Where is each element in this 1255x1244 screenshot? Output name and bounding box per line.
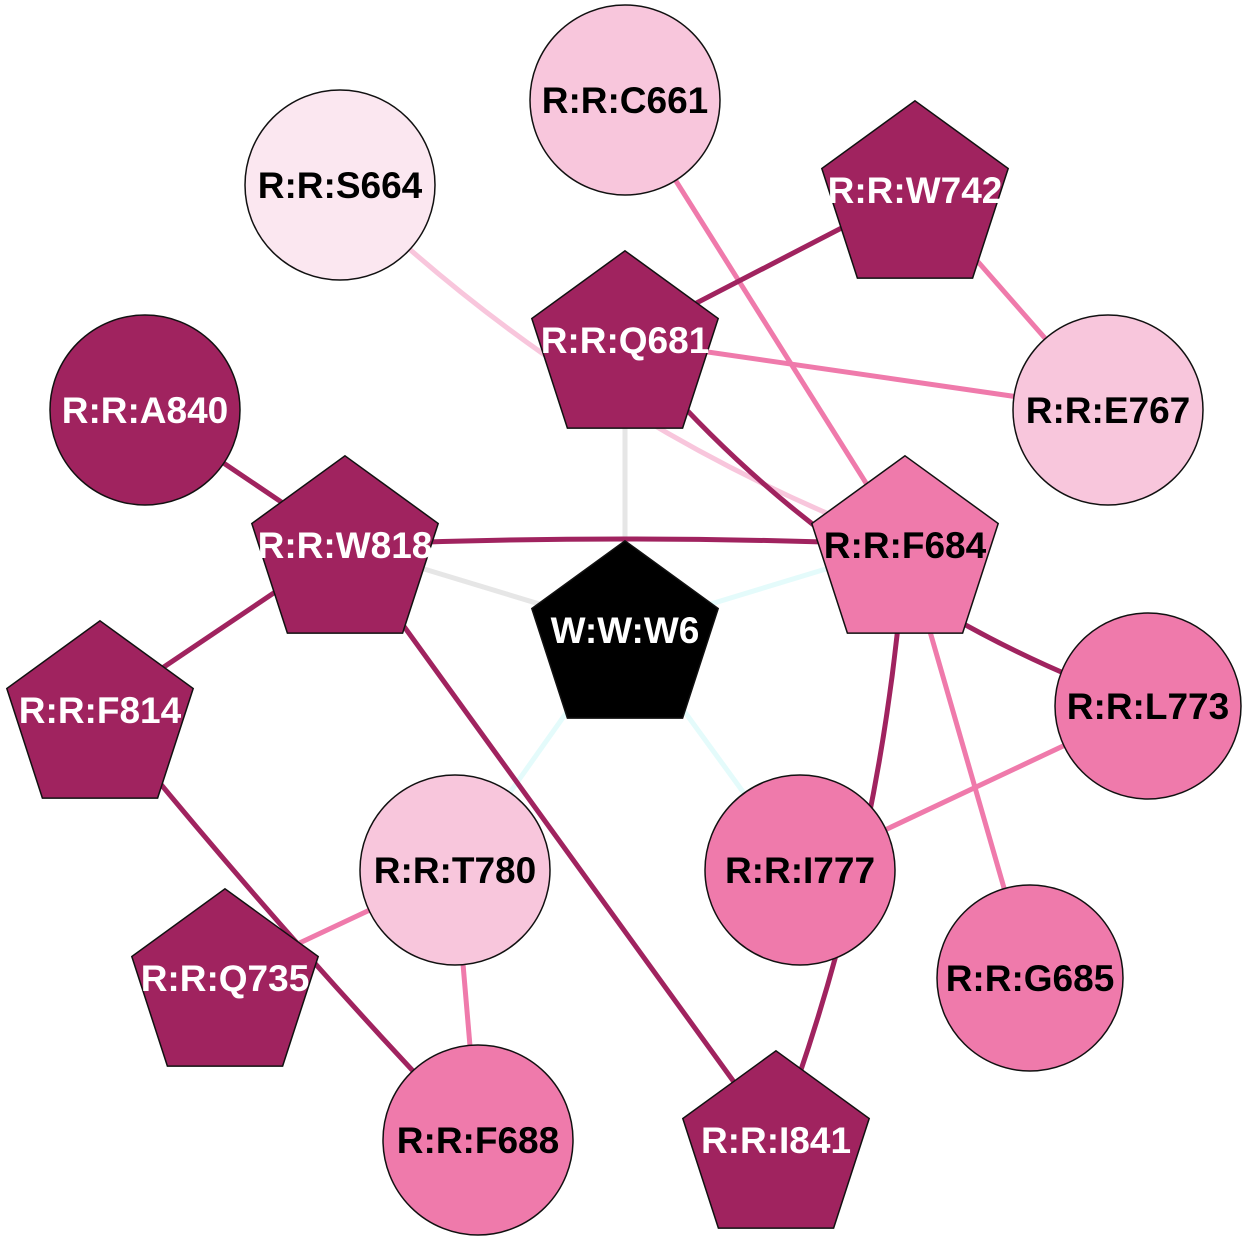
node-label: R:R:F684	[824, 525, 987, 566]
node-circle-shape	[382, 1044, 574, 1236]
node-label: R:R:C661	[542, 80, 709, 121]
node-label: R:R:I841	[701, 1120, 851, 1161]
node-circle-shape	[529, 4, 721, 196]
node-label: R:R:F688	[397, 1120, 559, 1161]
node-circle-shape	[244, 89, 436, 281]
node-f814[interactable]: R:R:F814	[5, 619, 195, 799]
node-i777[interactable]: R:R:I777	[704, 774, 896, 966]
node-pentagon-shape	[530, 249, 720, 429]
node-label: R:R:E767	[1026, 390, 1191, 431]
node-pentagon-shape	[5, 619, 195, 799]
node-circle-shape	[936, 884, 1124, 1072]
node-w742[interactable]: R:R:W742	[820, 99, 1010, 279]
node-pentagon-shape	[820, 99, 1010, 279]
node-circle-shape	[359, 774, 551, 966]
node-pentagon-shape	[130, 887, 320, 1067]
node-i841[interactable]: R:R:I841	[681, 1049, 871, 1229]
node-q681[interactable]: R:R:Q681	[530, 249, 720, 429]
node-c661[interactable]: R:R:C661	[529, 4, 721, 196]
node-pentagon-shape	[681, 1049, 871, 1229]
node-f688[interactable]: R:R:F688	[382, 1044, 574, 1236]
node-g685[interactable]: R:R:G685	[936, 884, 1124, 1072]
node-label: R:R:L773	[1067, 686, 1229, 727]
node-label: R:R:F814	[19, 690, 182, 731]
node-label: R:R:W818	[258, 525, 433, 566]
node-label: R:R:S664	[258, 165, 423, 206]
node-label: R:R:Q735	[141, 958, 310, 999]
node-a840[interactable]: R:R:A840	[49, 314, 241, 506]
node-circle-shape	[1054, 612, 1242, 800]
node-s664[interactable]: R:R:S664	[244, 89, 436, 281]
node-pentagon-shape	[530, 539, 720, 719]
node-f684[interactable]: R:R:F684	[810, 454, 1000, 634]
node-e767[interactable]: R:R:E767	[1012, 314, 1204, 506]
edge-w818-i841	[342, 543, 779, 1142]
node-pentagon-shape	[810, 454, 1000, 634]
node-pentagon-shape	[250, 454, 440, 634]
node-label: R:R:G685	[946, 958, 1115, 999]
node-label: R:R:W742	[828, 170, 1003, 211]
node-label: R:R:T780	[374, 850, 536, 891]
node-label: R:R:Q681	[541, 320, 710, 361]
node-w818[interactable]: R:R:W818	[250, 454, 440, 634]
node-circle-shape	[1012, 314, 1204, 506]
node-circle-shape	[704, 774, 896, 966]
node-q735[interactable]: R:R:Q735	[130, 887, 320, 1067]
node-l773[interactable]: R:R:L773	[1054, 612, 1242, 800]
node-w6[interactable]: W:W:W6	[530, 539, 720, 719]
node-label: R:R:A840	[62, 390, 229, 431]
node-label: W:W:W6	[551, 610, 700, 651]
node-label: R:R:I777	[725, 850, 875, 891]
node-circle-shape	[49, 314, 241, 506]
node-t780[interactable]: R:R:T780	[359, 774, 551, 966]
